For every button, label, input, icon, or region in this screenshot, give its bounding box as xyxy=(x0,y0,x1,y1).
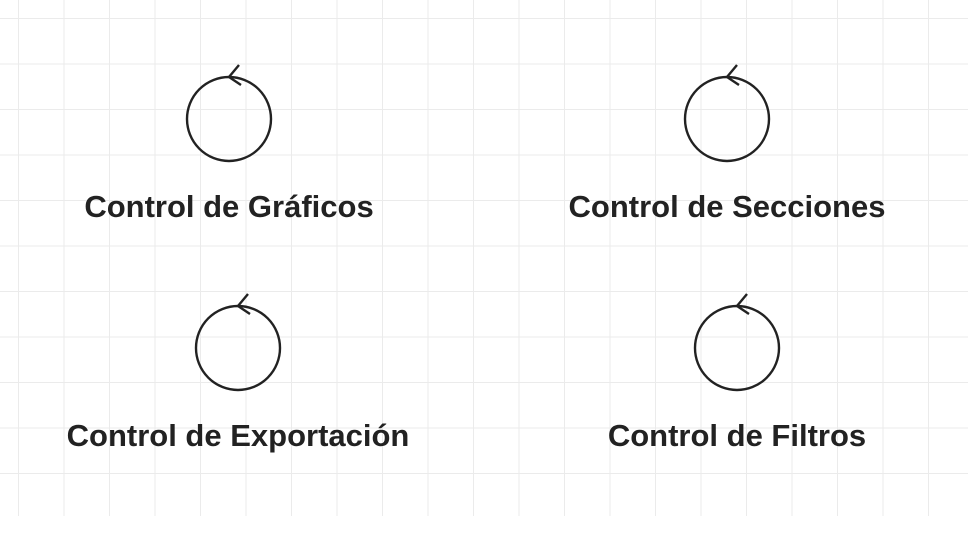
control-node-exportacion[interactable]: Control de Exportación xyxy=(28,284,448,474)
control-circle-icon xyxy=(185,64,273,163)
grid-background xyxy=(0,0,968,516)
control-node-filtros[interactable]: Control de Filtros xyxy=(527,284,947,474)
control-node-secciones[interactable]: Control de Secciones xyxy=(517,55,937,245)
control-circle-icon xyxy=(194,293,282,392)
control-node-graficos[interactable]: Control de Gráficos xyxy=(19,55,439,245)
control-circle-icon xyxy=(683,64,771,163)
control-circle-icon xyxy=(693,293,781,392)
control-label: Control de Gráficos xyxy=(84,189,374,224)
control-label: Control de Exportación xyxy=(66,418,410,453)
control-label: Control de Filtros xyxy=(607,418,867,453)
control-label: Control de Secciones xyxy=(568,189,886,224)
